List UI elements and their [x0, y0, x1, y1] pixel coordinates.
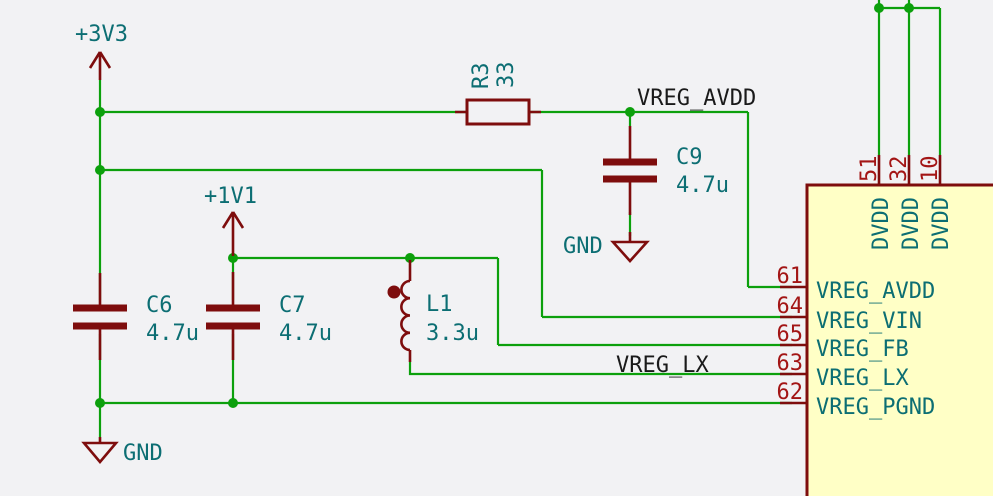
gnd-symbol-c9[interactable]: GND [563, 232, 650, 263]
ic-top-pins: 51 32 10 DVDD DVDD DVDD [857, 155, 954, 250]
capacitor-c9[interactable]: C9 4.7u [603, 126, 729, 215]
junction-dot [405, 253, 415, 263]
inductor-value[interactable]: 3.3u [426, 321, 479, 346]
pin-name: VREG_PGND [816, 395, 935, 420]
capacitor-c6[interactable]: C6 4.7u [73, 273, 199, 360]
ic-body[interactable] [805, 183, 993, 496]
junction-dot [95, 398, 105, 408]
capacitor-value[interactable]: 4.7u [676, 173, 729, 198]
junction-dot [874, 3, 884, 13]
power-symbol-3v3[interactable]: +3V3 [75, 22, 128, 80]
pin-number: 64 [777, 294, 804, 319]
gnd-triangle-icon [81, 441, 119, 465]
capacitor-value[interactable]: 4.7u [146, 321, 199, 346]
net-label-vreg-avdd[interactable]: VREG_AVDD [637, 86, 756, 111]
junction-dot [625, 107, 635, 117]
inductor-l1[interactable]: L1 3.3u [387, 260, 479, 362]
gnd-symbol-left[interactable]: GND [81, 437, 163, 466]
pin-name: VREG_LX [816, 366, 909, 391]
pin-name: DVDD [929, 197, 954, 250]
pin-name: DVDD [899, 197, 924, 250]
pin-number: 32 [887, 156, 912, 183]
wires [98, 0, 942, 437]
capacitor-ref[interactable]: C9 [676, 145, 703, 170]
inductor-polarity-dot-icon [387, 285, 401, 299]
pin-number: 62 [777, 380, 804, 405]
junction-dot [95, 165, 105, 175]
capacitor-c7[interactable]: C7 4.7u [206, 272, 332, 360]
wire-lx[interactable] [408, 362, 792, 376]
ic-left-pins: 61 64 65 63 62 VREG_AVDD VREG_VIN VREG_F… [777, 264, 936, 420]
junction-dot [95, 107, 105, 117]
capacitor-ref[interactable]: C7 [279, 293, 306, 318]
capacitor-ref[interactable]: C6 [146, 293, 173, 318]
inductor-coil[interactable] [400, 279, 411, 352]
pin-name: VREG_VIN [816, 309, 922, 334]
resistor-value[interactable]: 33 [494, 62, 519, 89]
inductor-ref[interactable]: L1 [426, 292, 453, 317]
pin-number: 63 [777, 351, 804, 376]
pin-name: VREG_AVDD [816, 279, 935, 304]
resistor-ref[interactable]: R3 [469, 63, 494, 90]
gnd-label[interactable]: GND [123, 441, 163, 466]
power-label-3v3[interactable]: +3V3 [75, 22, 128, 47]
junctions [95, 3, 914, 408]
ic-symbol[interactable]: 51 32 10 DVDD DVDD DVDD 61 64 65 63 62 V… [777, 155, 993, 496]
junction-dot [228, 253, 238, 263]
pin-number: 65 [777, 322, 804, 347]
capacitor-value[interactable]: 4.7u [279, 321, 332, 346]
resistor-body[interactable] [465, 98, 531, 126]
net-label-vreg-lx[interactable]: VREG_LX [616, 353, 709, 378]
power-label-1v1[interactable]: +1V1 [204, 184, 257, 209]
resistor-r3[interactable]: R3 33 [455, 62, 541, 126]
gnd-label[interactable]: GND [563, 234, 603, 259]
pin-number: 51 [857, 156, 882, 183]
pin-name: VREG_FB [816, 337, 909, 362]
pin-number: 61 [777, 264, 804, 289]
power-arrow-icon [221, 211, 245, 256]
gnd-triangle-icon [610, 240, 650, 263]
pin-name: DVDD [869, 197, 894, 250]
pin-number: 10 [918, 156, 943, 183]
junction-dot [228, 398, 238, 408]
junction-dot [904, 3, 914, 13]
power-arrow-icon [88, 51, 112, 80]
power-symbol-1v1[interactable]: +1V1 [204, 184, 257, 256]
